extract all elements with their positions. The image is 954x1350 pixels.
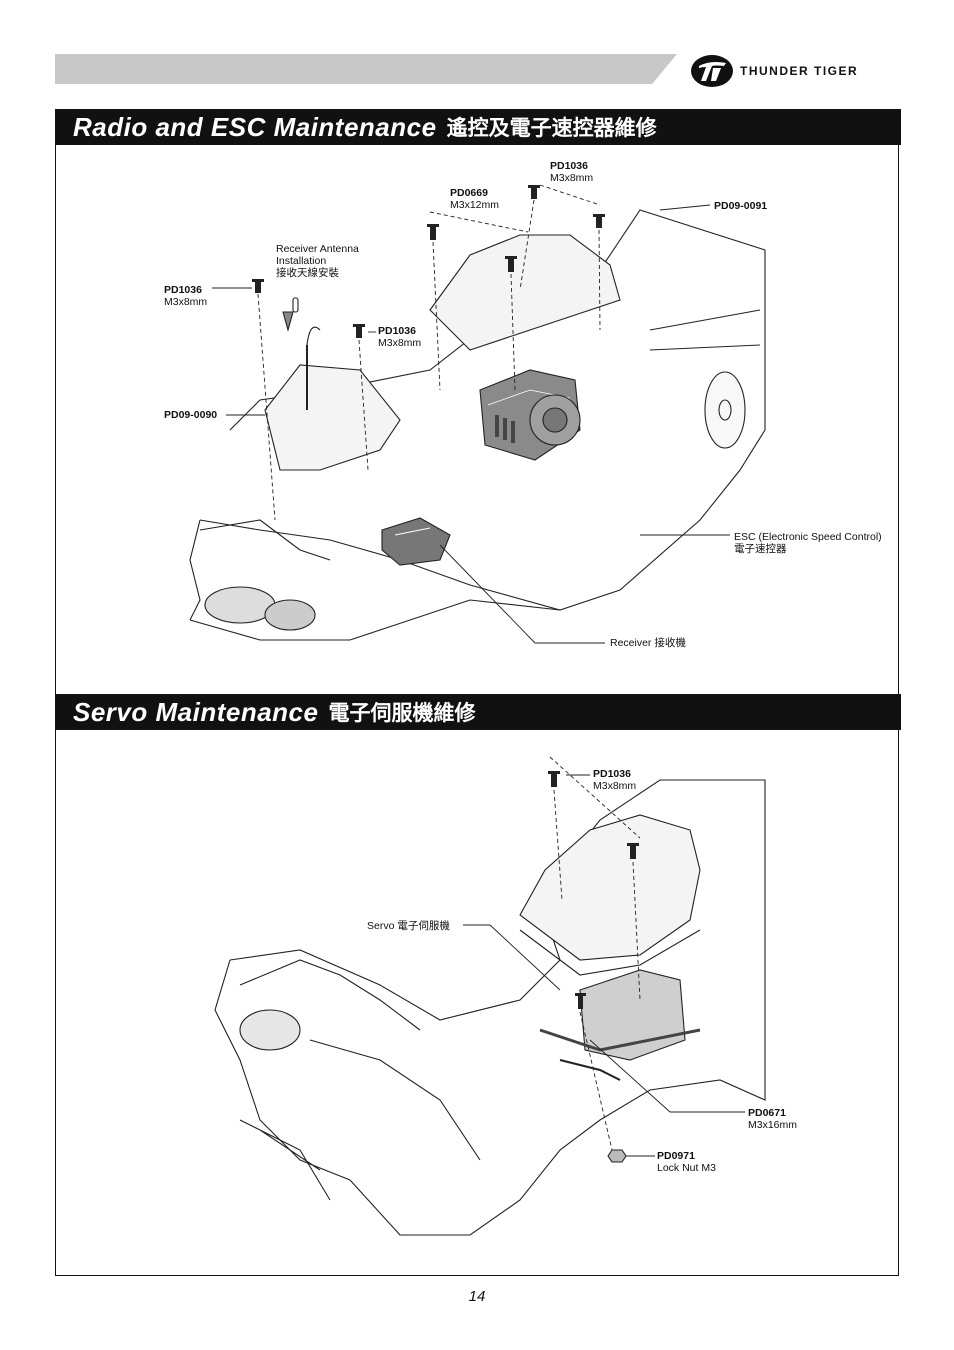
part-code: PD0669 [450,187,488,199]
section-header-servo: Servo Maintenance 電子伺服機維修 [55,694,901,730]
header-bar [55,54,677,84]
part-size: M3x12mm [450,199,500,211]
page-number: 14 [468,1288,486,1305]
part-size: Lock Nut M3 [657,1162,716,1174]
part-code: PD09-0090 [164,409,218,421]
antenna-line-3: 接收天線安裝 [276,267,339,279]
section-header-radio-esc: Radio and ESC Maintenance 遙控及電子速控器維修 [55,109,901,145]
part-size: M3x8mm [164,296,208,308]
label-receiver: Receiver 接收機 [610,637,686,649]
radio-esc-diagram [189,184,766,644]
part-size: M3x16mm [748,1119,798,1131]
brand-name: THUNDER TIGER [740,64,859,78]
label-pd1036-top: PD1036 M3x8mm [550,160,593,184]
part-code: PD09-0091 [714,200,768,212]
label-antenna-installation: Receiver Antenna Installation 接收天線安裝 [276,243,359,279]
label-pd0971: PD0971 Lock Nut M3 [657,1150,716,1174]
section-title-en: Radio and ESC Maintenance [73,111,437,142]
label-servo: Servo 電子伺服機 [367,920,450,932]
label-pd09-0090: PD09-0090 [164,409,217,421]
label-esc: ESC (Electronic Speed Control) 電子速控器 [734,531,882,555]
esc-line-1: ESC (Electronic Speed Control) [734,531,882,543]
servo-text: Servo 電子伺服機 [367,920,450,932]
brand-logo: THUNDER TIGER [690,54,858,88]
label-pd0671: PD0671 M3x16mm [748,1107,797,1131]
label-pd0669: PD0669 M3x12mm [450,187,499,211]
part-code: PD0971 [657,1150,695,1162]
part-code: PD1036 [593,768,631,780]
part-code: PD1036 [164,284,202,296]
part-size: M3x8mm [593,780,637,792]
antenna-line-2: Installation [276,255,327,267]
part-size: M3x8mm [550,172,594,184]
part-code: PD1036 [550,160,588,172]
thunder-tiger-logo-icon [691,55,733,87]
antenna-line-1: Receiver Antenna [276,243,359,255]
esc-line-2: 電子速控器 [734,543,787,555]
servo-diagram [214,756,766,1236]
receiver-text: Receiver 接收機 [610,637,686,649]
label-pd1036-mid: PD1036 M3x8mm [378,325,421,349]
section-title-zh: 遙控及電子速控器維修 [446,116,657,140]
label-pd1036-left: PD1036 M3x8mm [164,284,207,308]
label-pd09-0091: PD09-0091 [714,200,767,212]
part-code: PD1036 [378,325,416,337]
part-code: PD0671 [748,1107,786,1119]
label-servo-pd1036: PD1036 M3x8mm [593,768,636,792]
part-size: M3x8mm [378,337,422,349]
section-title-zh: 電子伺服機維修 [328,701,476,725]
section-title-en: Servo Maintenance [73,696,319,727]
